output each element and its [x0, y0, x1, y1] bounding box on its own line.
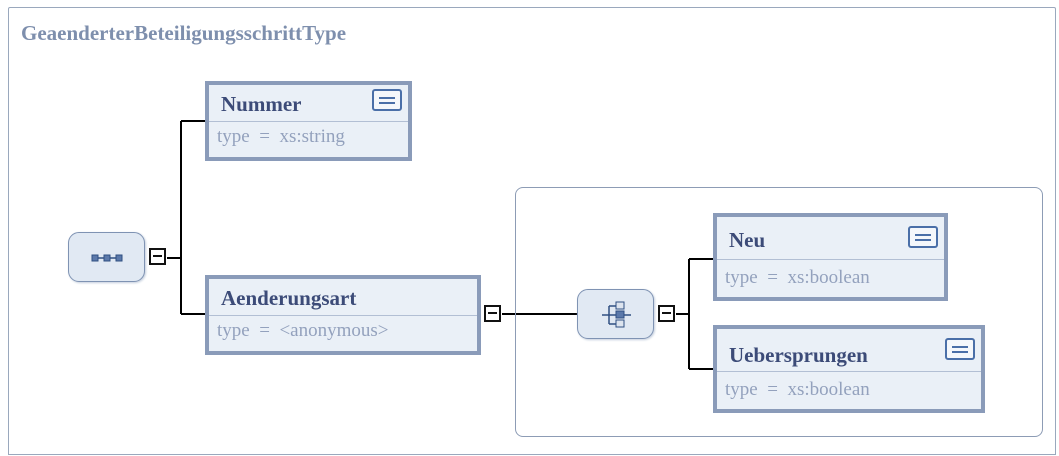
- complex-type-title: GeaenderterBeteiligungsschrittType: [21, 21, 347, 45]
- element-uebersprungen[interactable]: Uebersprungen type = xs:boolean: [713, 325, 985, 413]
- element-name: Nummer: [221, 92, 302, 116]
- element-type: type = xs:boolean: [725, 379, 870, 400]
- collapse-toggle-choice[interactable]: [658, 305, 675, 322]
- element-type: type = xs:boolean: [725, 267, 870, 288]
- element-aenderungsart[interactable]: Aenderungsart type = <anonymous>: [205, 275, 481, 355]
- collapse-toggle-sequence[interactable]: [149, 248, 166, 265]
- element-name: Neu: [729, 228, 766, 252]
- documentation-icon: [908, 226, 938, 248]
- choice-icon: [602, 301, 631, 328]
- element-header: [717, 217, 944, 260]
- documentation-icon: [945, 338, 975, 360]
- element-header: [209, 279, 477, 316]
- element-header: [717, 329, 981, 372]
- sequence-icon: [91, 254, 123, 262]
- collapse-toggle-aenderungsart[interactable]: [484, 305, 501, 322]
- anonymous-type-group: [515, 187, 1043, 437]
- element-type: type = xs:string: [217, 126, 345, 147]
- sequence-compositor[interactable]: [68, 232, 145, 282]
- element-header: [209, 85, 408, 122]
- element-name: Uebersprungen: [729, 343, 868, 367]
- element-type: type = <anonymous>: [217, 320, 389, 341]
- element-neu[interactable]: Neu type = xs:boolean: [713, 213, 948, 301]
- element-name: Aenderungsart: [221, 286, 357, 310]
- choice-compositor[interactable]: [577, 289, 654, 339]
- documentation-icon: [372, 89, 402, 111]
- element-nummer[interactable]: Nummer type = xs:string: [205, 81, 412, 161]
